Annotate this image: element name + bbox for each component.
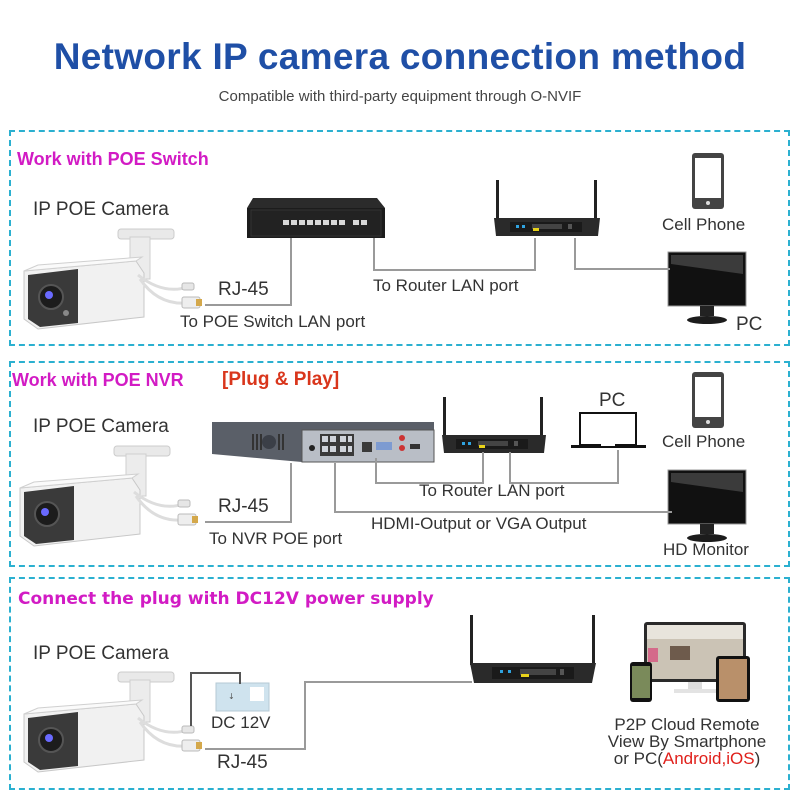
cell-phone-label: Cell Phone bbox=[662, 432, 746, 451]
cell-phone-label: Cell Phone bbox=[662, 215, 746, 234]
page-title: Network IP camera connection method bbox=[53, 36, 747, 77]
ip-camera-icon bbox=[23, 228, 202, 330]
camera-label: IP POE Camera bbox=[33, 416, 169, 437]
wire bbox=[373, 238, 375, 271]
remote-devices-icon bbox=[630, 622, 750, 702]
remote-line-2: View By Smartphone bbox=[607, 732, 767, 751]
hd-monitor-label: HD Monitor bbox=[663, 540, 749, 559]
poe-switch-icon bbox=[247, 198, 385, 238]
pc-label: PC bbox=[736, 314, 763, 335]
wire bbox=[304, 681, 472, 683]
wire bbox=[482, 452, 484, 484]
wire bbox=[574, 238, 576, 270]
wire bbox=[205, 304, 292, 306]
wire bbox=[205, 521, 292, 523]
wire bbox=[509, 452, 511, 484]
camera-link-label: To NVR POE port bbox=[209, 529, 343, 548]
router-icon bbox=[494, 180, 600, 236]
wire bbox=[373, 269, 536, 271]
camera-label: IP POE Camera bbox=[33, 199, 169, 220]
panel-poe-nvr bbox=[9, 361, 790, 567]
cable-label: RJ-45 bbox=[218, 279, 269, 300]
wire bbox=[304, 681, 306, 750]
remote-line-3: or PC(Android,iOS) bbox=[604, 750, 770, 767]
panel-dc12v bbox=[9, 577, 790, 790]
wire bbox=[290, 463, 292, 523]
ip-camera-icon bbox=[19, 445, 198, 547]
laptop-label: PC bbox=[599, 390, 626, 411]
router-link-label: To Router LAN port bbox=[419, 481, 565, 500]
wire bbox=[375, 458, 377, 484]
nvr-icon bbox=[212, 422, 435, 463]
cell-phone-icon bbox=[692, 372, 724, 428]
wire bbox=[574, 268, 670, 270]
power-label: DC 12V bbox=[211, 713, 271, 732]
wire bbox=[190, 672, 192, 726]
video-link-label: HDMI-Output or VGA Output bbox=[371, 514, 587, 533]
cell-phone-icon bbox=[692, 153, 724, 209]
panel-heading: Connect the plug with DC12V power supply bbox=[18, 589, 434, 609]
cable-label: RJ-45 bbox=[218, 496, 269, 517]
wire bbox=[334, 463, 336, 513]
wire bbox=[617, 450, 619, 484]
hd-monitor-icon bbox=[667, 469, 747, 542]
page-subtitle: Compatible with third-party equipment th… bbox=[218, 88, 582, 105]
wire bbox=[190, 672, 240, 674]
laptop-icon bbox=[571, 412, 646, 448]
wire bbox=[509, 482, 619, 484]
panel-heading: Work with POE NVR bbox=[12, 370, 184, 390]
power-socket-icon: ↓ bbox=[215, 682, 270, 712]
wire bbox=[239, 672, 241, 684]
plug-and-play-tag: [Plug & Play] bbox=[222, 369, 340, 390]
router-icon bbox=[470, 615, 596, 683]
remote-line-3-suffix: ) bbox=[754, 749, 761, 768]
wire bbox=[334, 511, 672, 513]
camera-link-label: To POE Switch LAN port bbox=[180, 312, 366, 331]
pc-monitor-icon bbox=[667, 251, 747, 324]
platform-highlight: Android,iOS bbox=[662, 749, 755, 768]
wire bbox=[534, 238, 536, 271]
panel-poe-switch bbox=[9, 130, 790, 346]
wire bbox=[205, 748, 306, 750]
wire bbox=[375, 482, 484, 484]
svg-text:↓: ↓ bbox=[228, 692, 235, 701]
panel-heading: Work with POE Switch bbox=[17, 149, 209, 169]
router-link-label: To Router LAN port bbox=[373, 276, 519, 295]
remote-line-1: P2P Cloud Remote bbox=[614, 715, 760, 734]
remote-line-3-prefix: or PC( bbox=[613, 749, 663, 768]
cable-label: RJ-45 bbox=[217, 752, 268, 773]
router-icon bbox=[442, 397, 546, 453]
ip-camera-icon bbox=[23, 671, 202, 773]
remote-view-caption: P2P Cloud Remote View By Smartphone or P… bbox=[604, 716, 770, 767]
camera-label: IP POE Camera bbox=[33, 643, 169, 664]
wire bbox=[290, 238, 292, 306]
